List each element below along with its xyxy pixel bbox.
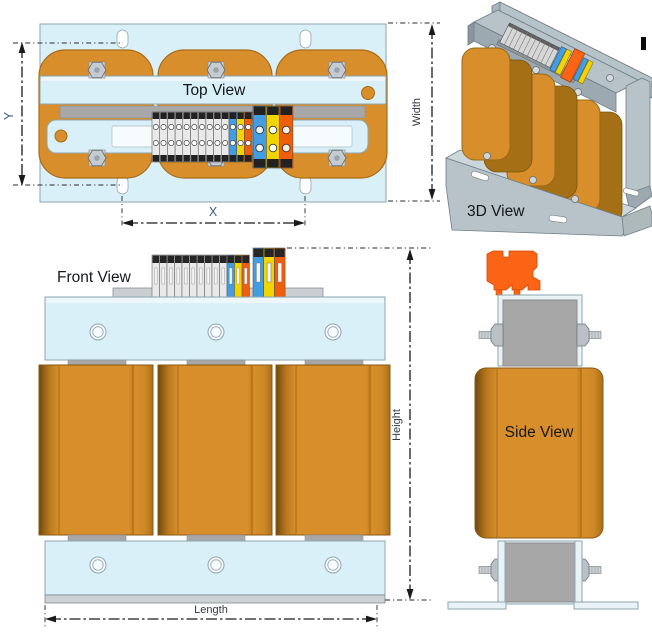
top-clamp <box>44 296 386 361</box>
iso-terminal-strip <box>496 22 594 85</box>
front-view: Front View <box>38 247 432 628</box>
dim-x-label: X <box>209 205 218 219</box>
mounting-feet <box>447 540 639 610</box>
side-view: Side View <box>447 250 639 610</box>
dim-length-label: Length <box>194 604 228 616</box>
dim-length: Length <box>44 604 378 628</box>
orange-terminal <box>486 250 541 296</box>
dim-x: X <box>121 196 306 228</box>
artifact-mark <box>641 37 646 50</box>
bottom-clamp-block <box>478 540 602 605</box>
top-view: Top View Y Width X <box>2 22 440 228</box>
top-view-label: Top View <box>183 82 246 99</box>
bottom-clamp <box>44 540 386 604</box>
coil-left <box>38 364 154 536</box>
side-view-label: Side View <box>505 424 574 441</box>
iso-view-label: 3D View <box>467 203 525 220</box>
dim-width-label: Width <box>411 98 423 126</box>
dim-y-label: Y <box>2 111 16 120</box>
dim-height-label: Height <box>391 409 403 441</box>
iso-base <box>445 152 652 237</box>
coil-spacers-bottom <box>67 534 364 542</box>
coils <box>38 364 391 536</box>
coil <box>474 367 604 539</box>
dim-width: Width <box>388 22 440 202</box>
top-clamp-bar <box>39 75 387 105</box>
terminal-strip <box>151 247 286 298</box>
dim-y: Y <box>2 42 123 186</box>
coil-middle <box>157 364 273 536</box>
iso-view: 3D View <box>445 1 652 237</box>
front-view-label: Front View <box>57 269 132 286</box>
dim-height: Height <box>287 247 432 601</box>
coil-right <box>275 364 391 536</box>
top-clamp-block <box>478 294 602 367</box>
iso-coils <box>461 47 623 225</box>
terminal-strip <box>151 105 294 169</box>
